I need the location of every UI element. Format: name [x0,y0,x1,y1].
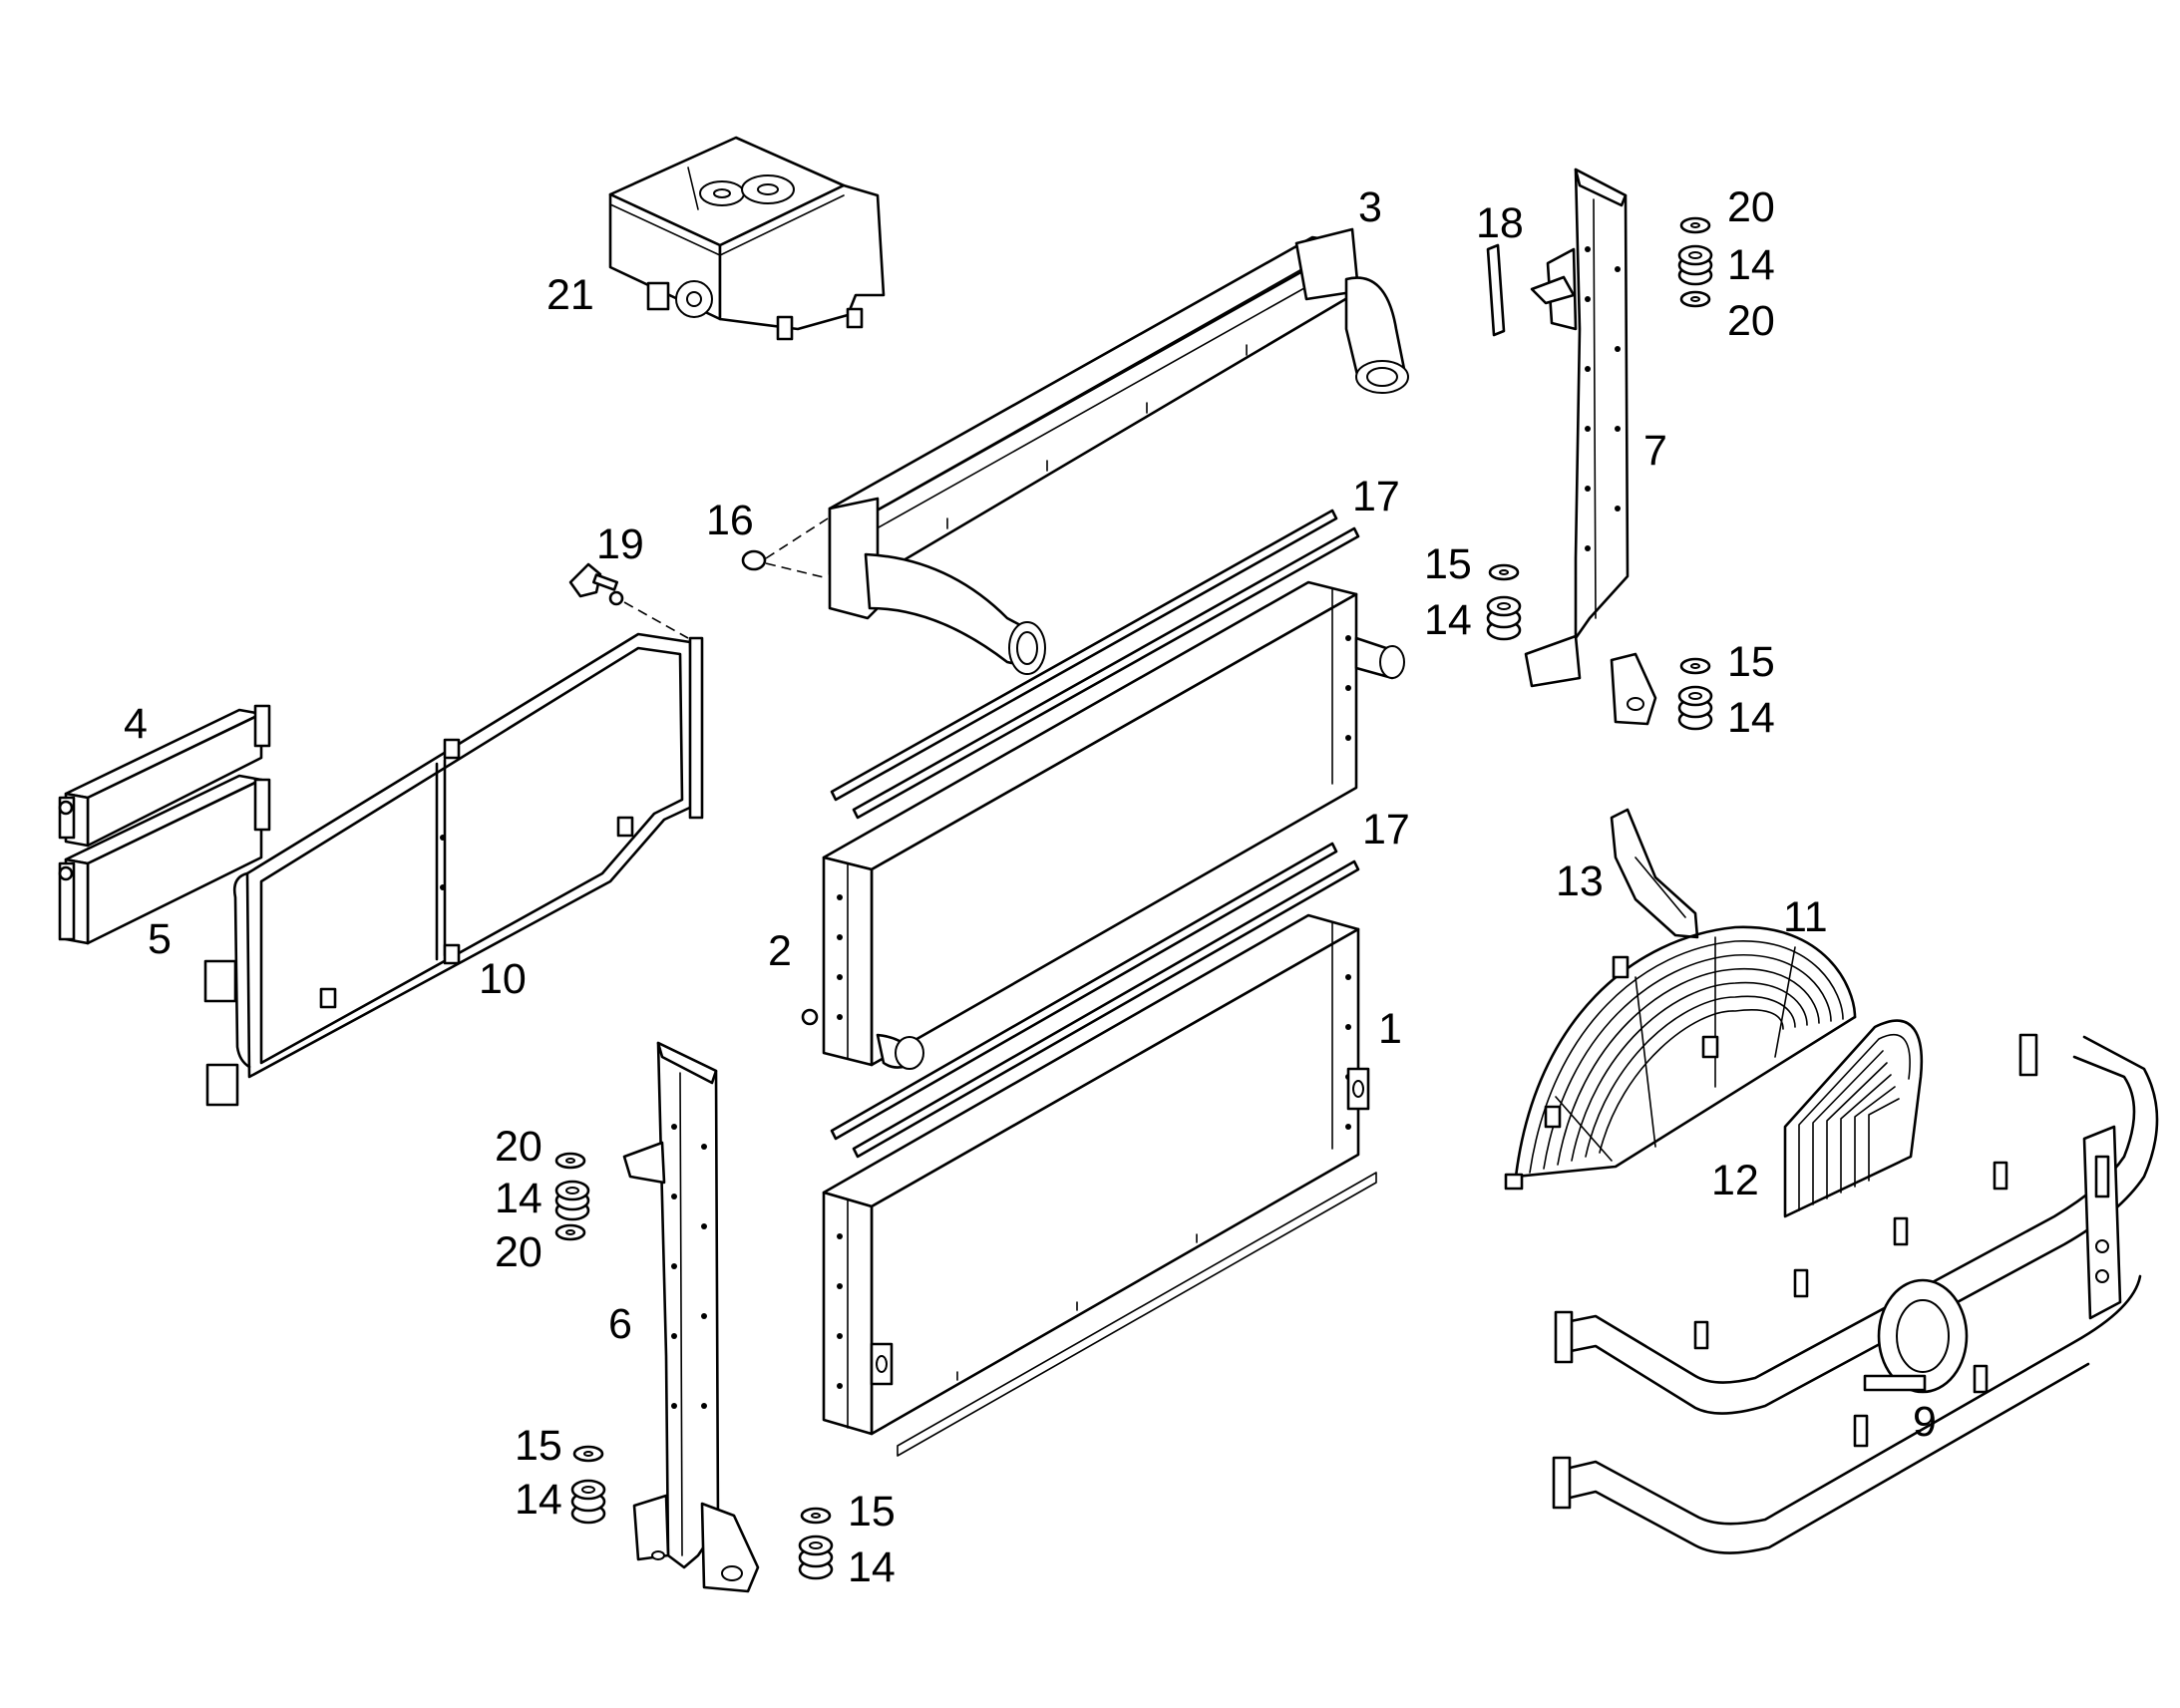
seal-strip-lower-part-17 [830,842,1360,1159]
callout-9: 9 [1913,1398,1937,1446]
washer-part-20-left-lower [554,1223,586,1241]
washer-part-15-right-lower [1679,657,1711,675]
callout-4: 4 [124,700,148,748]
oil-cooler-part-2 [801,580,1405,1070]
cooler-module-part-4 [58,704,271,848]
support-frame-part-10 [203,632,704,1107]
callout-7: 7 [1643,427,1667,475]
washer-part-15-left [572,1445,604,1463]
callout-20-a: 20 [1727,183,1775,231]
callout-10: 10 [479,955,527,1003]
callout-14-f: 14 [848,1543,896,1591]
mounting-frame-part-9 [1552,1033,2159,1554]
bleed-screw-part-19 [568,562,689,639]
callout-20-c: 20 [495,1123,543,1171]
rubber-mount-part-14-right-lower [1677,685,1713,731]
callout-15-c: 15 [515,1422,562,1470]
charge-air-cooler-part-3 [828,227,1409,675]
side-bracket-part-7 [1524,168,1657,726]
callout-13: 13 [1556,857,1604,905]
callout-17-upper: 17 [1352,473,1400,520]
callout-14-c: 14 [1727,694,1775,742]
washer-part-15-right-upper [1488,563,1520,581]
callout-14-b: 14 [1424,596,1472,644]
fan-guard-bracket-part-13 [1610,808,1699,939]
radiator-part-1 [822,913,1377,1457]
cooler-module-part-5 [58,774,271,945]
plug-part-16 [741,517,829,579]
side-bracket-part-6 [622,1041,760,1593]
washer-part-20-left-upper [554,1152,586,1170]
callout-14-d: 14 [495,1175,543,1222]
callout-12: 12 [1711,1157,1759,1204]
callout-2: 2 [768,927,792,975]
callout-18: 18 [1476,199,1524,247]
expansion-tank-part-21 [608,136,886,341]
rubber-mount-part-14-upper-right [1677,244,1713,286]
seal-strip-upper-part-17 [830,509,1360,820]
callout-20-b: 20 [1727,297,1775,345]
rubber-mount-part-14-right-upper [1486,595,1522,641]
callout-19: 19 [596,520,644,568]
callout-5: 5 [148,915,172,963]
callout-15-a: 15 [1424,540,1472,588]
callout-21: 21 [546,271,594,319]
callout-15-b: 15 [1727,638,1775,686]
callout-1: 1 [1378,1005,1402,1053]
washer-part-20-lower-right [1679,290,1711,308]
callout-11: 11 [1783,893,1828,941]
callout-16: 16 [706,497,754,544]
callout-6: 6 [608,1300,632,1348]
washer-part-20-upper-right [1679,216,1711,234]
rod-part-18 [1486,243,1506,337]
callout-3: 3 [1358,183,1382,231]
callout-14-e: 14 [515,1476,562,1524]
callout-17-lower: 17 [1362,806,1410,854]
rubber-mount-part-14-left-upper [554,1180,590,1221]
rubber-mount-part-14-left-lower [570,1479,606,1525]
callout-14-a: 14 [1727,241,1775,289]
callout-20-d: 20 [495,1228,543,1276]
callout-15-d: 15 [848,1488,896,1536]
washer-part-15-bottom-center [800,1507,832,1525]
rubber-mount-part-14-bottom-center [798,1535,834,1580]
fan-guard-part-11 [1504,925,1857,1191]
fan-guard-segment-part-12 [1783,1019,1924,1218]
